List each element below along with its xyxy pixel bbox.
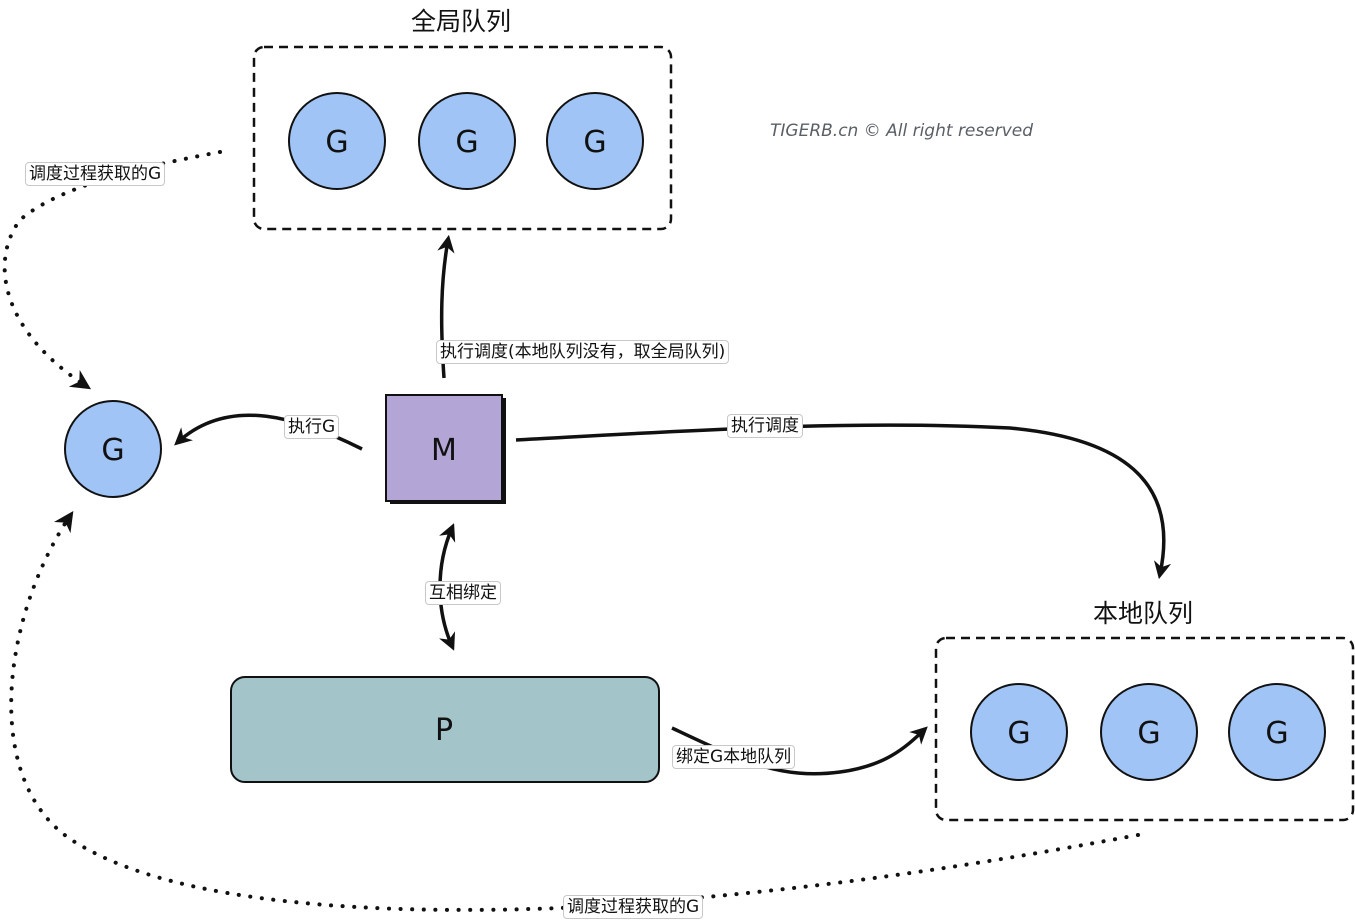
edge-label-local-to-g: 调度过程获取的G: [563, 895, 704, 919]
machine-node: M: [385, 394, 506, 504]
global-queue-g-3: G: [546, 92, 644, 190]
goroutine-label: G: [1007, 716, 1030, 751]
processor-label: P: [435, 713, 453, 748]
edge-label-m-to-local: 执行调度: [727, 414, 803, 438]
edge-label-m-to-g: 执行G: [284, 415, 340, 439]
global-queue-g-1: G: [288, 92, 386, 190]
processor-node: P: [230, 676, 660, 783]
goroutine-label: G: [455, 125, 478, 160]
goroutine-label: G: [325, 125, 348, 160]
local-queue-title: 本地队列: [1093, 599, 1194, 628]
goroutine-label: G: [101, 433, 124, 468]
global-queue-title: 全局队列: [411, 7, 512, 36]
global-queue-g-2: G: [418, 92, 516, 190]
edge-m-to-g: [174, 413, 363, 451]
edge-label-p-to-local: 绑定G本地队列: [672, 745, 796, 769]
goroutine-label: G: [1265, 716, 1288, 751]
local-queue-g-3: G: [1228, 683, 1326, 781]
edge-global-to-g: [2, 150, 222, 390]
goroutine-label: G: [583, 125, 606, 160]
watermark-text: TIGERB.cn © All right reserved: [770, 121, 1034, 141]
global-queue-box: [252, 45, 673, 231]
local-queue-g-1: G: [970, 683, 1068, 781]
running-g-node: G: [64, 400, 162, 498]
machine-label: M: [431, 433, 457, 468]
local-queue-box: [934, 636, 1355, 822]
local-queue-g-2: G: [1100, 683, 1198, 781]
goroutine-label: G: [1137, 716, 1160, 751]
edge-label-global-to-g: 调度过程获取的G: [25, 162, 166, 186]
edge-label-m-p-bind: 互相绑定: [425, 581, 501, 605]
edge-m-to-local: [515, 423, 1172, 580]
edge-label-m-to-global: 执行调度(本地队列没有，取全局队列): [436, 340, 730, 364]
